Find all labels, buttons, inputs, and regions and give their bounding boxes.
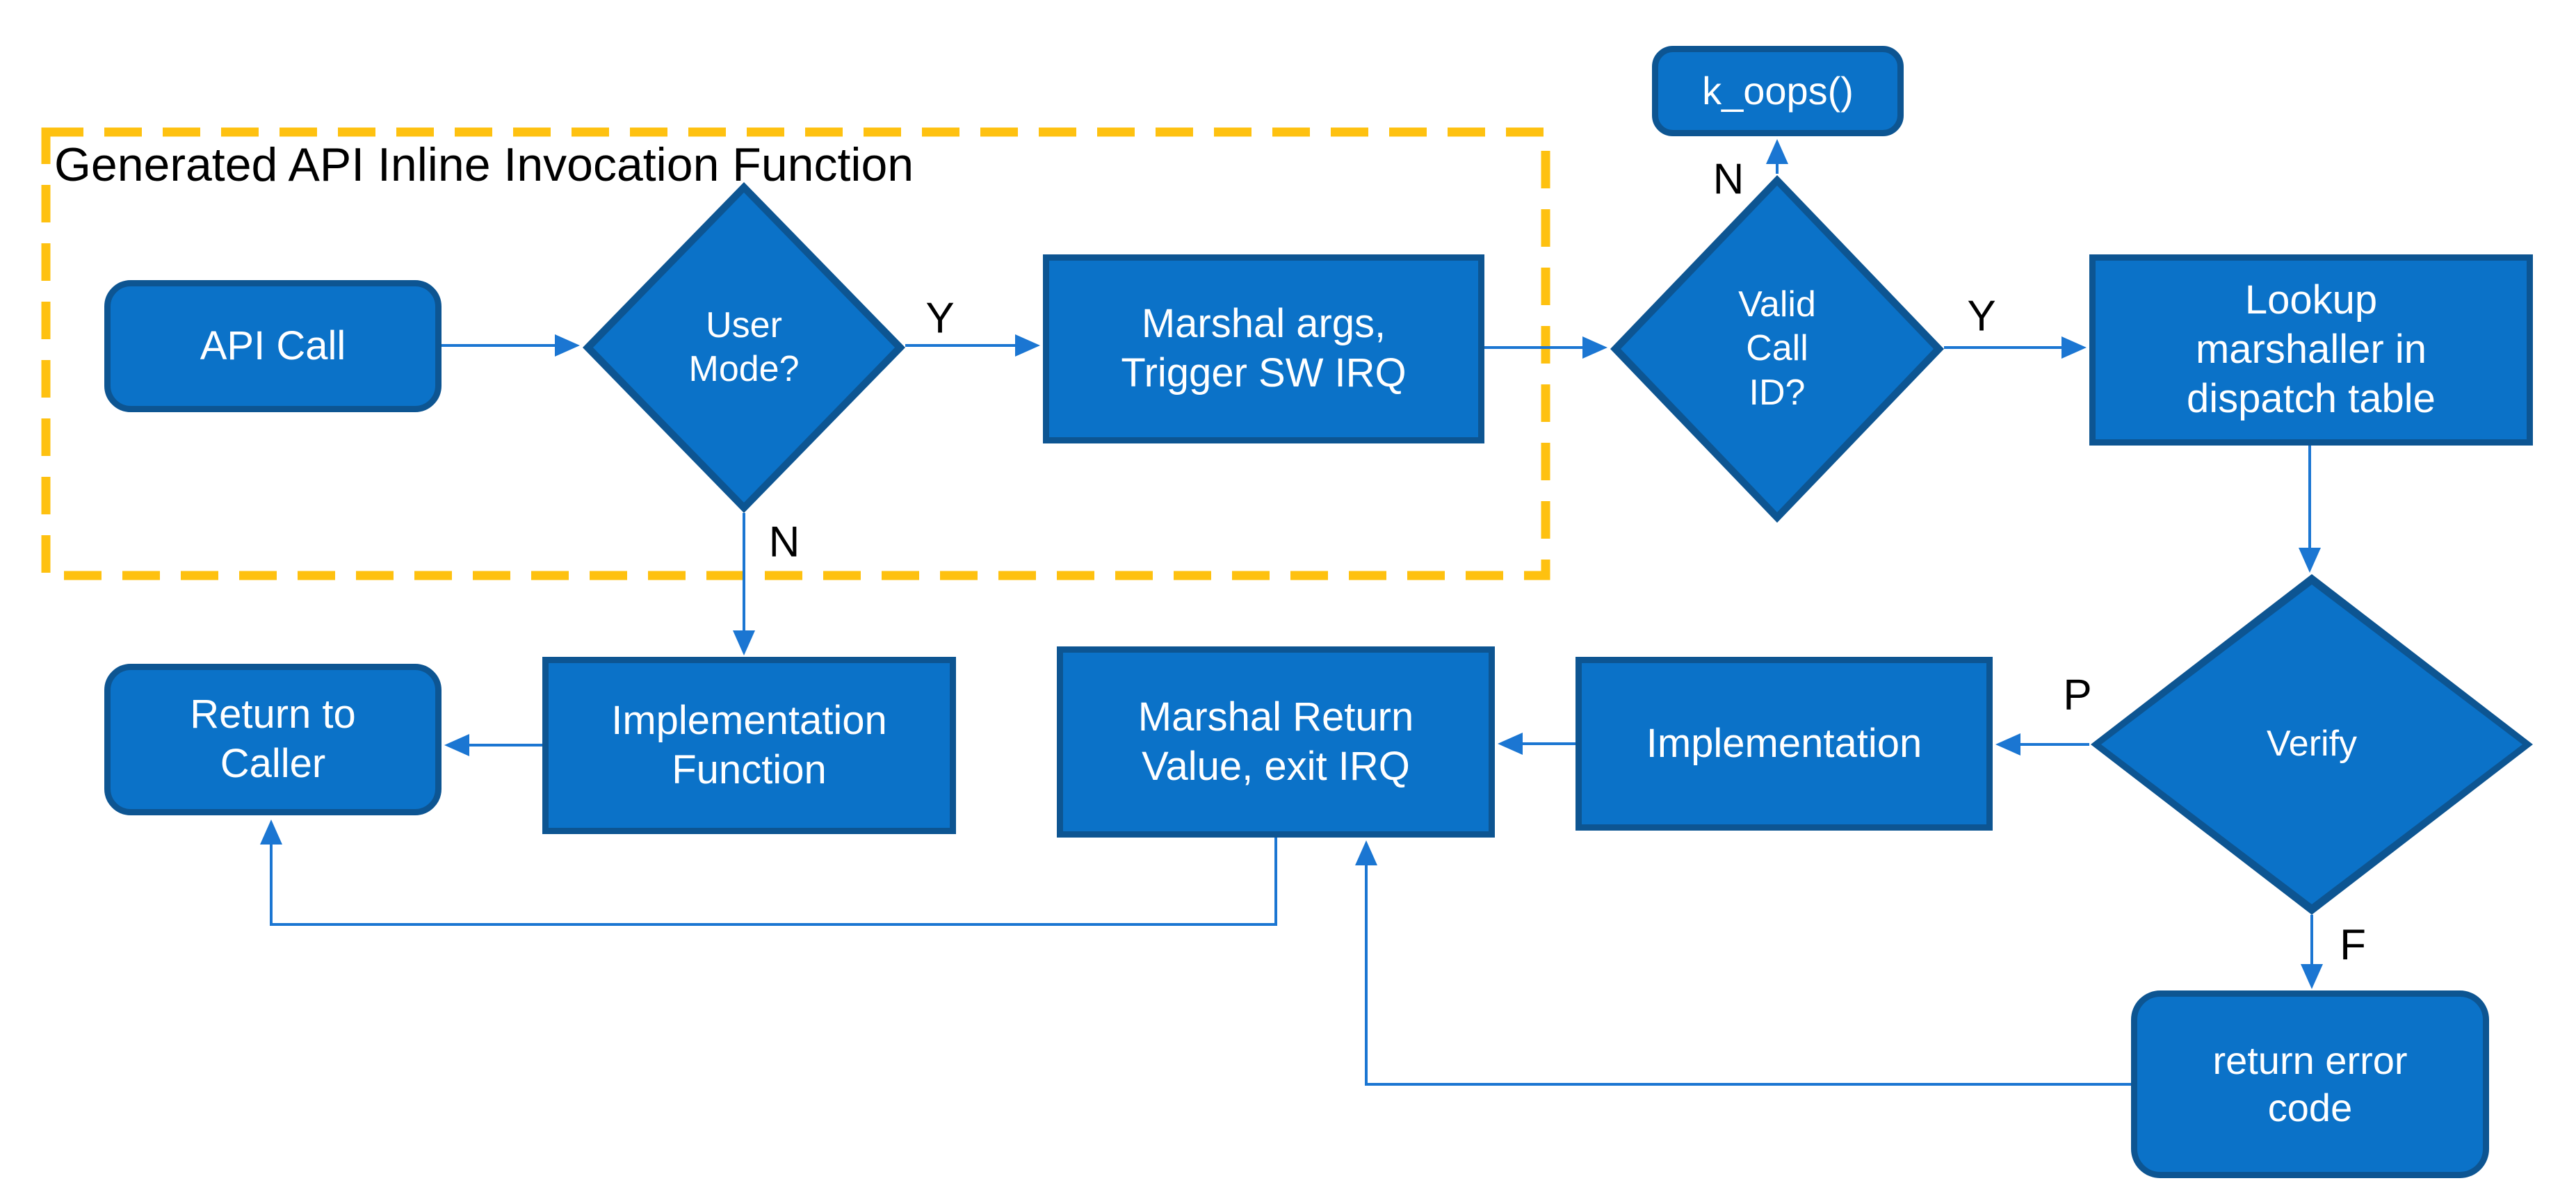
node-k-oops: k_oops() (1652, 46, 1904, 136)
node-marshal-args-label: Marshal args, Trigger SW IRQ (1121, 301, 1407, 395)
decision-verify: Verify (2091, 574, 2533, 915)
edge-label-verify-pass: P (2063, 671, 2092, 719)
node-lookup-marshaller: Lookup marshaller in dispatch table (2089, 254, 2533, 446)
edge-label-user-mode-no: N (768, 518, 800, 566)
edge-marshal-return-to-return-to-caller (260, 819, 1277, 926)
decision-user-mode-label: User Mode? (688, 304, 800, 389)
edge-label-user-mode-yes: Y (925, 294, 955, 343)
node-implementation-function-label: Implementation Function (611, 697, 887, 792)
decision-user-mode: User Mode? (583, 182, 905, 513)
node-return-to-caller: Return to Caller (104, 664, 442, 815)
node-return-error-code: return error code (2131, 990, 2489, 1178)
node-lookup-marshaller-label: Lookup marshaller in dispatch table (2187, 277, 2436, 421)
group-title: Generated API Inline Invocation Function (54, 138, 914, 191)
node-implementation-label: Implementation (1646, 720, 1922, 766)
node-return-to-caller-label: Return to Caller (190, 692, 356, 786)
node-api-call-label: API Call (200, 323, 346, 368)
edge-label-verify-fail: F (2340, 921, 2366, 970)
node-implementation: Implementation (1575, 657, 1993, 831)
node-marshal-return: Marshal Return Value, exit IRQ (1057, 646, 1495, 838)
node-api-call: API Call (104, 280, 442, 412)
node-marshal-args: Marshal args, Trigger SW IRQ (1043, 254, 1484, 443)
group-boundary-dashed-rect (41, 127, 1550, 580)
node-return-error-code-label: return error code (2212, 1038, 2408, 1129)
node-marshal-return-label: Marshal Return Value, exit IRQ (1137, 694, 1414, 789)
edge-label-valid-call-no: N (1712, 155, 1744, 204)
edge-return-error-code-to-marshal-return (1355, 840, 2131, 1086)
decision-valid-call-id-label: Valid Call ID? (1738, 284, 1816, 413)
decision-verify-label: Verify (2266, 724, 2358, 765)
node-k-oops-label: k_oops() (1702, 68, 1854, 113)
decision-valid-call-id: Valid Call ID? (1610, 175, 1944, 523)
edge-label-valid-call-yes: Y (1967, 292, 1996, 341)
node-implementation-function: Implementation Function (542, 657, 956, 834)
